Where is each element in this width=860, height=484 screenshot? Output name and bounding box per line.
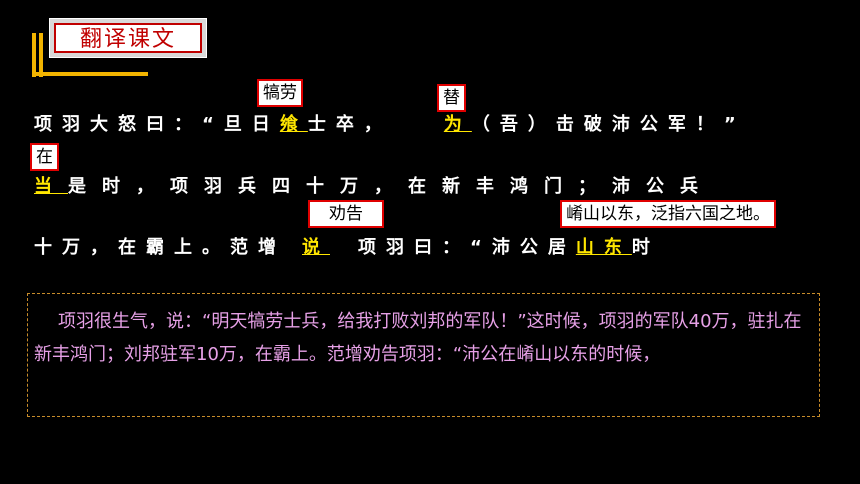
line2-part-b: 是时，项羽兵四十万，在新丰鸿门；沛公兵 xyxy=(68,176,714,197)
line1-part-c: 士卒， xyxy=(307,114,392,135)
decor-bar-bottom xyxy=(32,72,148,76)
page-title: 翻译课文 xyxy=(54,23,202,53)
decor-bar-left-2 xyxy=(39,33,43,77)
text-line-1: 项羽大怒曰：“旦日飨士卒， 为（吾）击破沛公军！” xyxy=(34,110,746,136)
line3-part-a: 十万，在霸上。范增 xyxy=(34,237,286,258)
note-ti: 替 xyxy=(437,84,466,112)
note-xiaoshan: 崤山以东，泛指六国之地。 xyxy=(560,200,776,228)
line3-part-e: 时 xyxy=(631,237,660,258)
decor-bar-left xyxy=(32,33,36,77)
note-kaolao: 犒劳 xyxy=(257,79,303,107)
word-shui: 说 xyxy=(302,237,330,258)
note-quangao: 劝告 xyxy=(308,200,384,228)
text-line-2: 当是时，项羽兵四十万，在新丰鸿门；沛公兵 xyxy=(34,172,714,198)
word-wei: 为 xyxy=(443,114,472,135)
word-dang: 当 xyxy=(34,176,68,197)
translation-text: 项羽很生气，说：“明天犒劳士兵，给我打败刘邦的军队！”这时候，项羽的军队40万，… xyxy=(34,311,802,365)
text-line-3: 十万，在霸上。范增说 项羽曰：“沛公居山东时 xyxy=(34,233,660,259)
line3-part-c: 项羽曰：“沛公居 xyxy=(358,237,576,258)
line1-part-a: 项羽大怒曰：“旦日 xyxy=(34,114,280,135)
word-shandong: 山东 xyxy=(575,237,632,258)
translation-box xyxy=(27,293,820,417)
word-xiang: 飨 xyxy=(279,114,308,135)
note-zai: 在 xyxy=(30,143,59,171)
title-box: 翻译课文 xyxy=(49,18,207,58)
line1-part-e: （吾）击破沛公军！” xyxy=(471,114,746,135)
